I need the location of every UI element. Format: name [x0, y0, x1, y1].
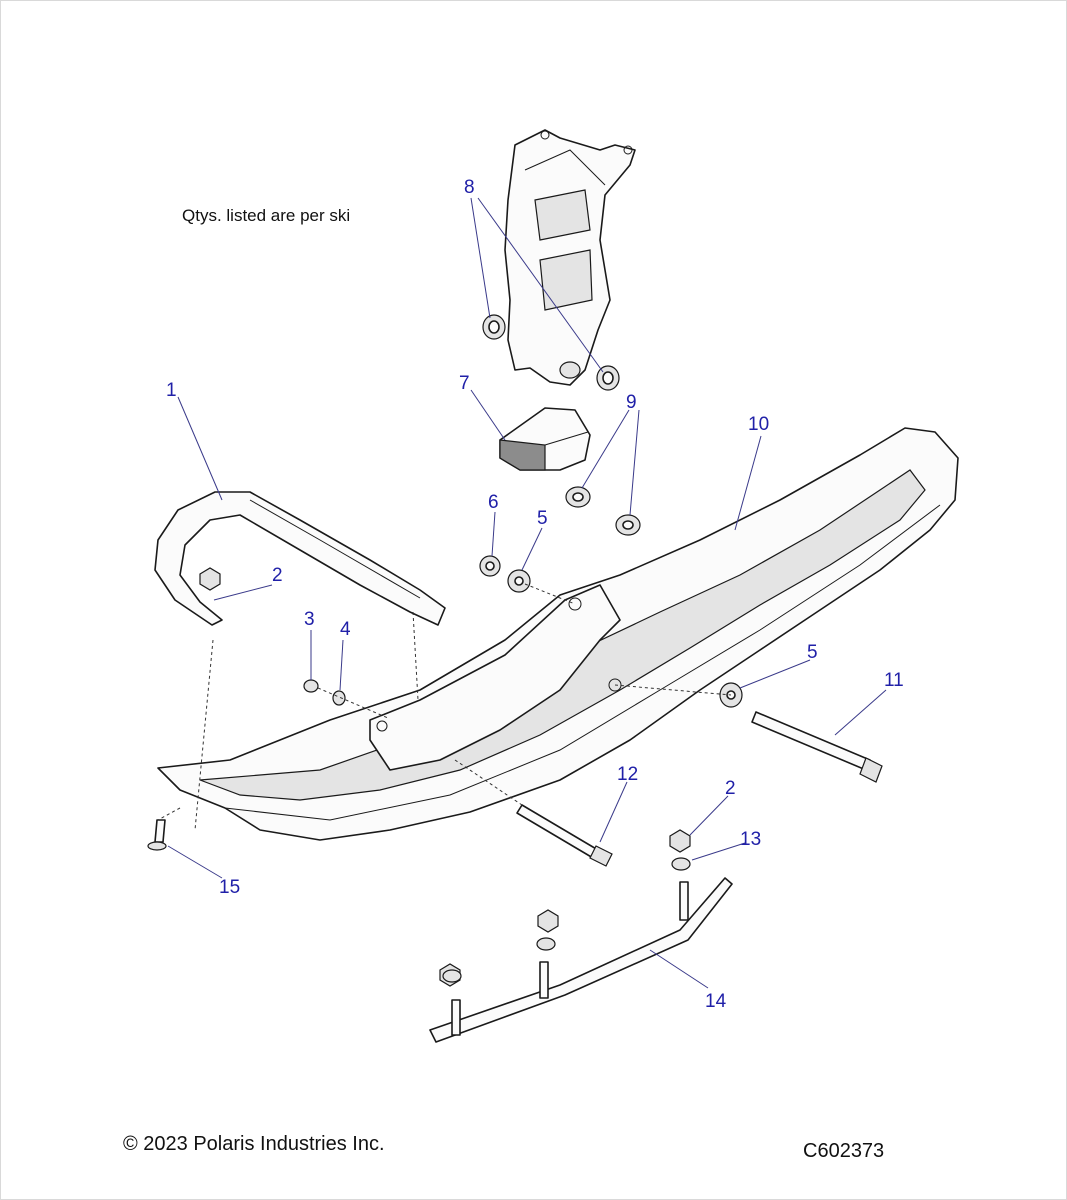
saddle-part-7	[499, 407, 591, 471]
bolt-part-15	[147, 819, 167, 851]
hardware-part-4	[332, 690, 346, 706]
callout-10: 10	[748, 414, 769, 435]
leader-lines	[167, 197, 887, 989]
nut-part-2-lower	[439, 829, 691, 987]
callout-8: 8	[464, 177, 475, 198]
hardware-part-3	[303, 679, 319, 693]
spindle	[504, 129, 636, 386]
callout-2-upper: 2	[272, 565, 283, 586]
bushing-part-8	[482, 314, 620, 391]
assembly-lines	[157, 583, 732, 831]
quantity-note: Qtys. listed are per ski	[182, 206, 351, 225]
callout-5-lower: 5	[807, 642, 818, 663]
copyright-text: © 2023 Polaris Industries Inc.	[123, 1133, 385, 1155]
hardware-part-6	[479, 555, 501, 577]
handle-part-1	[154, 491, 446, 626]
ski-part-10	[157, 427, 959, 841]
callout-3: 3	[304, 609, 315, 630]
callout-9: 9	[626, 392, 637, 413]
bolt-part-12	[516, 804, 613, 867]
callout-labels: 1 2 3 4 5 6 7 8 9 10 11 5 12 2 13 14 15	[166, 177, 904, 1012]
callout-4: 4	[340, 619, 351, 640]
washer-part-13	[442, 857, 691, 983]
callout-11: 11	[884, 670, 904, 691]
callout-12: 12	[617, 764, 638, 785]
callout-13: 13	[740, 829, 761, 850]
callout-2-lower: 2	[725, 778, 736, 799]
bolt-part-11	[751, 711, 883, 783]
carbide-part-14	[429, 877, 733, 1043]
diagram-code: C602373	[803, 1140, 885, 1162]
callout-6: 6	[488, 492, 499, 513]
callout-14: 14	[705, 991, 727, 1012]
callout-7: 7	[459, 373, 470, 394]
callout-1: 1	[166, 380, 177, 401]
nut-part-2-upper	[199, 567, 221, 591]
hardware-part-9	[565, 486, 641, 536]
callout-15: 15	[219, 877, 240, 898]
callout-5-upper: 5	[537, 508, 548, 529]
